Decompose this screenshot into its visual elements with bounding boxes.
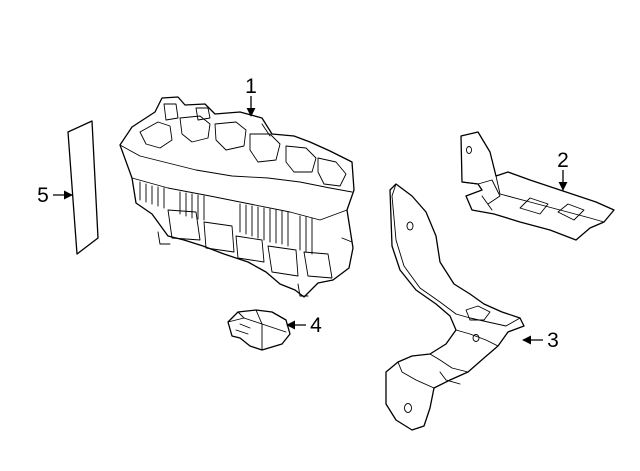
callout-2-label: 2 bbox=[557, 149, 569, 172]
part-5-label-sheet bbox=[67, 120, 99, 255]
callout-4-label: 4 bbox=[310, 314, 322, 337]
part-3-support-bracket bbox=[385, 183, 525, 431]
part-2-bracket bbox=[460, 131, 615, 241]
part-4-fuse bbox=[227, 309, 291, 351]
callout-5-label: 5 bbox=[37, 184, 49, 207]
part-1-fuse-box bbox=[119, 96, 355, 298]
callout-3-label: 3 bbox=[547, 329, 559, 352]
callout-1-label: 1 bbox=[245, 75, 257, 98]
